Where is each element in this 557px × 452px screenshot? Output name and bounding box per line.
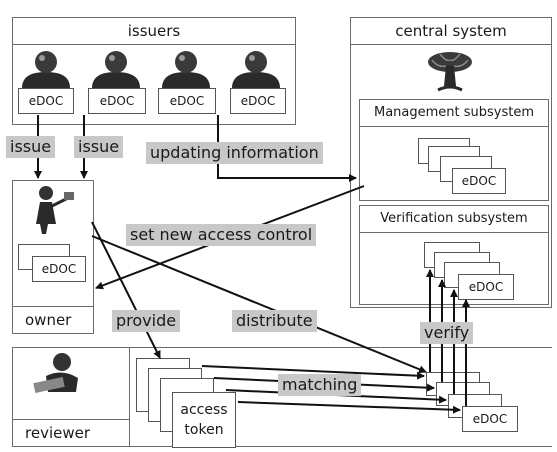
issuer-person-icon-1 (22, 51, 70, 88)
tree-icon (428, 52, 472, 92)
owner-person-icon (36, 186, 74, 234)
issuer-edoc-3: eDOC (158, 88, 216, 114)
matching-arrow-1 (201, 365, 425, 380)
issuer-person-icon-3 (162, 51, 210, 88)
issuer-person-icon-2 (92, 51, 140, 88)
issue-label-1: issue (6, 136, 56, 158)
access-token: access token (172, 392, 236, 448)
reviewer-left-panel: reviewer (12, 347, 130, 447)
issuers-title: issuers (13, 18, 295, 45)
verify-label: verify (420, 322, 474, 344)
owner-edoc: eDOC (32, 256, 86, 282)
token-line1: access (180, 402, 228, 418)
issuer-edoc-2: eDOC (88, 88, 146, 114)
management-edoc: eDOC (452, 168, 506, 194)
issuer-edoc-4: eDOC (230, 88, 286, 114)
issue-label-2: issue (74, 136, 124, 158)
set-access-control-label: set new access control (126, 224, 317, 246)
verification-edoc: eDOC (458, 274, 514, 300)
verification-subsystem-title: Verification subsystem (360, 206, 548, 233)
matching-label: matching (278, 374, 362, 396)
updating-arrow (217, 115, 357, 182)
management-subsystem-title: Management subsystem (360, 100, 548, 127)
matching-arrow-4 (237, 401, 461, 414)
updating-information-label: updating information (146, 142, 323, 164)
reviewer-edoc: eDOC (462, 406, 518, 432)
issuer-edoc-1: eDOC (18, 88, 74, 114)
provide-label: provide (112, 310, 181, 332)
distribute-label: distribute (232, 310, 317, 332)
distribute-arrow (91, 235, 427, 374)
owner-label: owner (13, 306, 93, 333)
issuer-person-icon-4 (232, 51, 280, 88)
reviewer-label: reviewer (13, 419, 129, 446)
reviewer-person-icon (33, 353, 78, 394)
provide-arrow (91, 221, 161, 359)
token-line2: token (184, 422, 224, 438)
central-system-title: central system (351, 18, 551, 45)
